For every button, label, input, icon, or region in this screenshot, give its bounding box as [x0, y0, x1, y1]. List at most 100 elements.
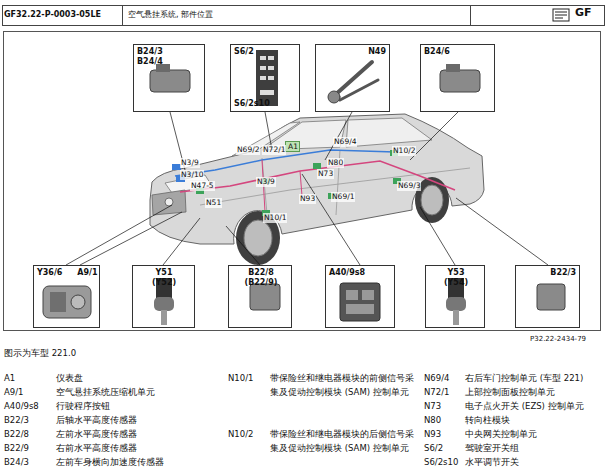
- car-body: [346, 118, 432, 147]
- table-code: B22/9: [4, 441, 29, 455]
- table-code: N10/2: [228, 427, 253, 441]
- sensor-drawing: [250, 284, 280, 310]
- callout-number: N10/2: [392, 146, 416, 156]
- table-code: N69/4: [424, 371, 449, 385]
- part-code: B22/8 (B22/9): [243, 268, 279, 288]
- callout-box: Y36/6 A9/1: [33, 265, 100, 328]
- switch-panel: [256, 50, 278, 106]
- callout-box: B24/6: [420, 44, 495, 112]
- button-drawing: [346, 290, 358, 300]
- table-text: 驾驶室开关组: [465, 441, 519, 455]
- table-code: B22/8: [4, 427, 29, 441]
- table-code: S6/2: [424, 441, 443, 455]
- control-module: [172, 150, 401, 216]
- table-code: N72/1: [424, 385, 449, 399]
- switch-panel: [260, 76, 266, 80]
- callout-box: B22/8 (B22/9): [228, 265, 292, 328]
- leader-line: [163, 218, 200, 265]
- callout-number: N10/1: [263, 213, 287, 223]
- part-code: Y53 (Y54): [439, 268, 473, 288]
- leader-line: [226, 226, 260, 265]
- callout-box: N49: [315, 44, 390, 112]
- sensor-drawing: [537, 284, 565, 310]
- header-frame: [122, 6, 123, 26]
- table-text: 上部控制面板控制单元: [465, 385, 555, 399]
- button-drawing: [362, 290, 374, 300]
- switch-panel: [256, 50, 278, 106]
- callout-box: A1: [285, 141, 300, 152]
- button-drawing: [340, 283, 380, 321]
- wheel: [236, 177, 449, 265]
- table-text: 电子点火开关 (EZS) 控制单元: [465, 399, 584, 413]
- leader-line: [66, 112, 548, 265]
- wiring: [175, 150, 455, 212]
- table-text: 右前水平高度传感器: [56, 441, 137, 455]
- steering-stalk: [335, 62, 372, 95]
- table-code: A1: [4, 371, 15, 385]
- part-code: Y51 (Y52): [147, 268, 181, 288]
- part-code: Y36/6 A9/1: [37, 268, 97, 278]
- leader-line: [456, 198, 548, 265]
- steering-stalk: [328, 62, 378, 103]
- callout-number: N80: [327, 158, 344, 168]
- leader-line: [66, 205, 172, 265]
- document-code: GF32.22-P-0003-05LE: [4, 10, 101, 20]
- switch-panel: [268, 56, 274, 60]
- sensor-drawing: [440, 70, 480, 92]
- figure-frame: [4, 32, 601, 331]
- figure-caption: 图示为车型 221.0: [4, 348, 76, 358]
- part-code: N49: [368, 47, 386, 57]
- callout-number: N73: [317, 169, 334, 179]
- button-drawing: [340, 283, 380, 321]
- air-strut-drawing: [161, 310, 167, 325]
- car-body: [152, 190, 186, 215]
- table-text: 空气悬挂系统压缩机单元: [56, 385, 155, 399]
- air-strut-drawing: [446, 297, 466, 311]
- manual-icon: [553, 9, 569, 21]
- callout-number: N69/1: [331, 192, 355, 202]
- sensor-drawing: [150, 70, 190, 92]
- switch-panel: [268, 66, 274, 70]
- callout-box: B22/3: [515, 265, 580, 328]
- callout-box: A40/9s8: [325, 265, 395, 328]
- header-frame: [3, 6, 605, 26]
- table-text: 水平调节开关: [465, 455, 519, 468]
- steering-stalk: [328, 91, 340, 103]
- page-title: 空气悬挂系统, 部件位置: [128, 10, 213, 20]
- switch-panel: [268, 76, 274, 80]
- figure-number: P32.22-2434-79: [530, 334, 586, 344]
- steering-stalk: [340, 80, 378, 100]
- callout-number: N69/4: [333, 137, 357, 147]
- callout-number: N69/2: [236, 145, 260, 155]
- figure-frame: [4, 32, 601, 331]
- callout-box: S6/2S6/2s10: [230, 44, 300, 112]
- manual-icon: [555, 12, 567, 18]
- air-strut-drawing: [453, 310, 459, 325]
- sensor-drawing: [150, 64, 565, 310]
- compressor-drawing: [43, 286, 91, 318]
- sensor-drawing: [446, 64, 460, 72]
- table-text: 转向柱模块: [465, 413, 510, 427]
- compressor-drawing: [50, 292, 66, 312]
- switch-panel: [260, 66, 266, 70]
- table-code: N80: [424, 413, 441, 427]
- table-code: A40/9s8: [4, 399, 39, 413]
- callout-number: N72/1: [262, 145, 286, 155]
- part-code: A1: [288, 142, 298, 152]
- wiring: [180, 161, 455, 192]
- callout-box: Y51 (Y52): [132, 265, 195, 328]
- table-text: 左前水平高度传感器: [56, 427, 137, 441]
- table-code: N73: [424, 399, 441, 413]
- part-code: S6/2s10: [234, 99, 270, 109]
- part-code: B24/6: [424, 47, 450, 57]
- air-strut-drawing: [154, 278, 466, 325]
- callout-number: N69/3: [397, 181, 421, 191]
- table-code: S6/2s10: [424, 455, 458, 468]
- table-code: N10/1: [228, 371, 253, 385]
- table-text: 带保险丝和继电器模块的后侧信号采集及促动控制模块 (SAM) 控制单元: [270, 427, 420, 455]
- table-code: A9/1: [4, 385, 24, 399]
- callout-number: N3/9: [180, 158, 200, 168]
- switch-panel: [260, 56, 266, 60]
